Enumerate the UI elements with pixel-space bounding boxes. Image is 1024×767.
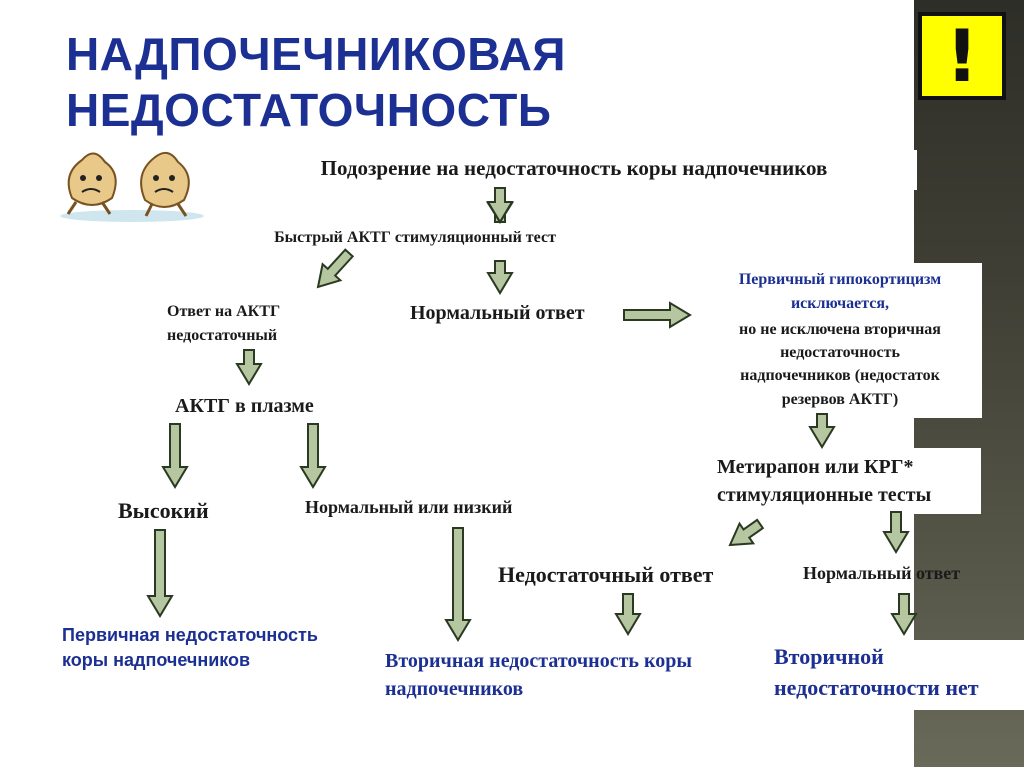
secondary-insufficiency-line-2: надпочечников xyxy=(385,678,524,700)
arrow-test-to-insufficient xyxy=(316,248,355,289)
primary-insufficiency-line-2: коры надпочечников xyxy=(62,650,251,670)
excluded-line-6: резервов АКТГ) xyxy=(781,391,899,408)
high-node: Высокий xyxy=(118,498,209,523)
secondary-insufficiency-line-1: Вторичная недостаточность коры xyxy=(385,650,692,672)
excluded-line-2: исключается, xyxy=(790,295,890,312)
arrow-excluded-to-metyrapone xyxy=(808,413,836,449)
arrow-insufficient-to-secondary xyxy=(614,593,642,636)
page-title: НАДПОЧЕЧНИКОВАЯ НЕДОСТАТОЧНОСТЬ xyxy=(66,26,566,138)
title-line-1: НАДПОЧЕЧНИКОВАЯ xyxy=(66,28,566,80)
insufficient-node-line-1: Ответ на АКТГ xyxy=(167,303,281,320)
normal-response-2-node: Нормальный ответ xyxy=(803,563,961,583)
suspicion-node: Подозрение на недостаточность коры надпо… xyxy=(320,156,828,180)
excluded-box xyxy=(700,263,982,418)
arrow-suspicion-to-test xyxy=(486,187,514,224)
no-secondary-box xyxy=(765,640,1024,710)
primary-insufficiency-line-1: Первичная недостаточность xyxy=(62,625,318,645)
insufficient-response-node: Недостаточный ответ xyxy=(498,562,714,587)
metyrapone-box xyxy=(705,448,981,514)
metyrapone-node-line-2: стимуляционные тесты xyxy=(717,484,932,506)
arrow-normal-to-no-secondary xyxy=(890,593,918,636)
arrow-test-to-normal xyxy=(486,260,514,295)
normal-response-node: Нормальный ответ xyxy=(410,302,585,324)
arrow-normal-low-to-secondary xyxy=(444,527,472,642)
arrow-metyrapone-to-normal xyxy=(882,511,910,554)
arrow-metyrapone-to-insufficient xyxy=(728,518,765,547)
excluded-line-3: но не исключена вторичная xyxy=(739,321,941,338)
adrenal-glands-cartoon-icon xyxy=(60,151,204,222)
metyrapone-node-line-1: Метирапон или КРГ* xyxy=(717,456,914,478)
normal-or-low-node: Нормальный или низкий xyxy=(305,497,513,517)
insufficient-node-line-2: недостаточный xyxy=(167,327,278,344)
title-box-extension xyxy=(885,150,917,190)
arrow-high-to-primary xyxy=(146,529,174,618)
arrow-insufficient-to-acth xyxy=(235,349,263,386)
arrow-acth-to-normal-low xyxy=(299,423,327,489)
arrow-acth-to-high xyxy=(161,423,189,489)
arrow-normal-to-excluded xyxy=(623,301,692,329)
acth-plasma-node: АКТГ в плазме xyxy=(175,395,314,417)
warning-sign-icon: ! xyxy=(918,12,1006,100)
no-secondary-line-2: недостаточности нет xyxy=(774,675,979,700)
quick-test-node: Быстрый АКТГ стимуляционный тест xyxy=(274,229,556,246)
title-line-2: НЕДОСТАТОЧНОСТЬ xyxy=(66,84,552,136)
excluded-line-4: недостаточность xyxy=(780,344,900,361)
excluded-line-1: Первичный гипокортицизм xyxy=(738,271,942,288)
no-secondary-line-1: Вторичной xyxy=(774,644,884,669)
excluded-line-5: надпочечников (недостаток xyxy=(740,367,940,384)
